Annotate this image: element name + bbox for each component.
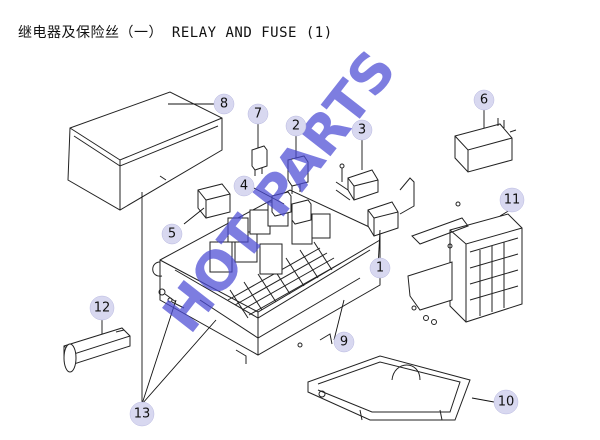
svg-text:5: 5	[168, 227, 176, 242]
callout-12: 12	[89, 295, 115, 321]
screws	[158, 288, 185, 309]
fuse-holder-block	[407, 201, 523, 325]
svg-text:2: 2	[292, 119, 300, 134]
fuse-box-cover	[67, 91, 223, 211]
large-relay	[454, 118, 517, 173]
callout-13: 13	[129, 401, 155, 427]
svg-text:7: 7	[254, 107, 262, 122]
svg-text:6: 6	[480, 93, 488, 108]
relay-5	[197, 183, 231, 219]
callout-11: 11	[499, 187, 525, 213]
callout-2: 2	[285, 115, 307, 137]
diagram-title: 继电器及保险丝（一） RELAY AND FUSE (1)	[18, 25, 333, 41]
mini-relay	[251, 145, 268, 176]
callout-9: 9	[333, 331, 355, 353]
svg-text:8: 8	[220, 97, 228, 112]
fuse-box-tray	[307, 355, 471, 421]
callout-10: 10	[493, 389, 519, 415]
svg-text:11: 11	[504, 193, 521, 208]
svg-text:1: 1	[376, 261, 384, 276]
callout-5: 5	[161, 223, 183, 245]
svg-text:10: 10	[498, 395, 515, 410]
callout-4: 4	[233, 175, 255, 197]
relay-group	[271, 191, 312, 225]
svg-text:3: 3	[358, 123, 366, 138]
svg-text:13: 13	[134, 407, 151, 422]
svg-text:12: 12	[94, 301, 111, 316]
callout-1: 1	[369, 257, 391, 279]
micro-relay	[287, 155, 309, 194]
callout-8: 8	[213, 93, 235, 115]
fuse-box-body	[152, 189, 381, 364]
callout-7: 7	[247, 103, 269, 125]
callout-3: 3	[351, 119, 373, 141]
support-bracket	[63, 327, 131, 373]
small-relay	[367, 177, 415, 237]
bracket-relay	[335, 163, 379, 201]
svg-text:4: 4	[240, 179, 248, 194]
leader-lines	[101, 103, 511, 405]
svg-text:9: 9	[340, 335, 348, 350]
callout-6: 6	[473, 89, 495, 111]
